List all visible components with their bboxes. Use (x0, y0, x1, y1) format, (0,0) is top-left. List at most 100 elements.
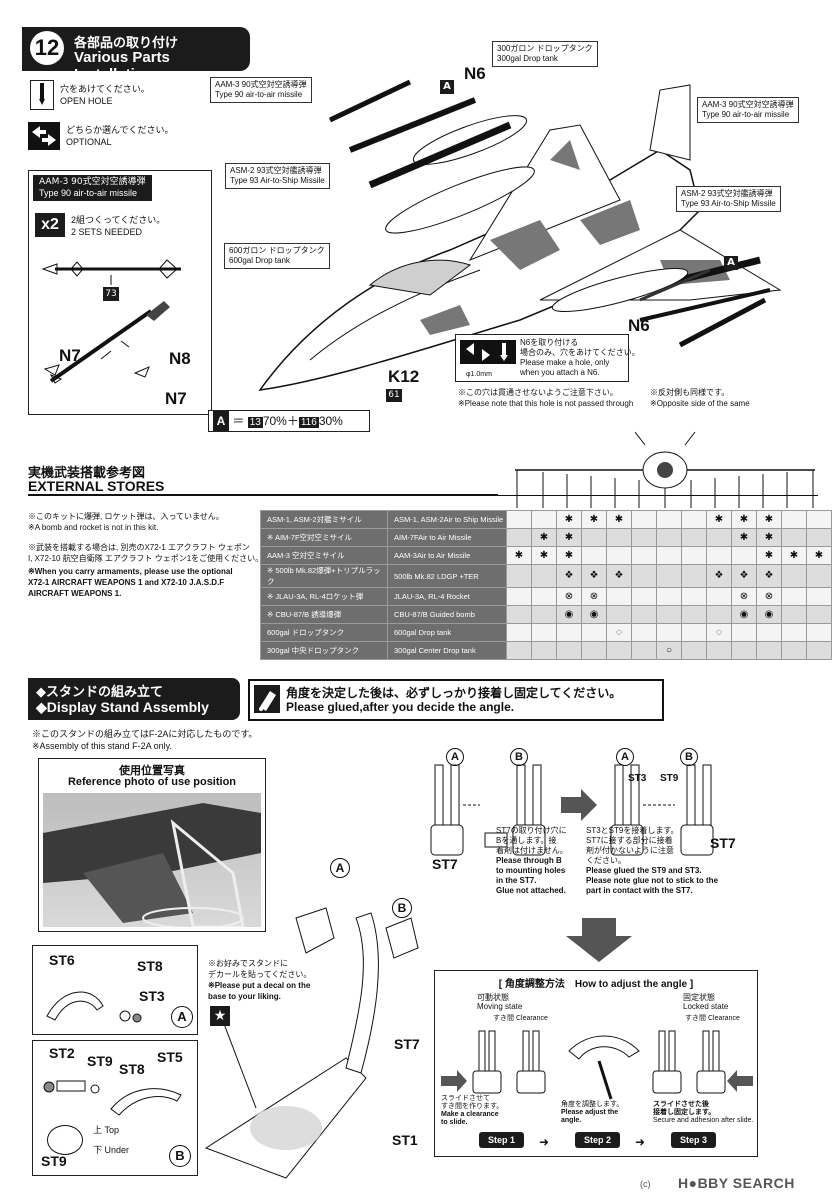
store-mark-icon: ✱ (789, 549, 799, 561)
angle-adjust-box: [ 角度調整方法 How to adjust the angle ] 可動状態 … (434, 970, 758, 1157)
ext-note2-jp1: ※武装を搭載する場合は, 別売のX72-1 エアクラフト ウェポン (28, 543, 250, 552)
step2-badge: Step 2 (575, 1132, 621, 1148)
aam3-box-title-en: Type 90 air-to-air missile (39, 188, 138, 198)
stores-cell (731, 623, 757, 642)
callout-asm2-right-jp: ASM-2 93式空対艦誘導弾 (681, 189, 773, 198)
step1-badge: Step 1 (479, 1132, 525, 1148)
stores-cell (806, 623, 832, 642)
st7-note-en2: to mounting holes (496, 866, 566, 875)
stores-cell (781, 564, 807, 588)
decal-note-en2: base to your liking. (208, 992, 281, 1001)
step1-note: スライドさせて すき間を作ります。 Make a clearance to sl… (441, 1095, 503, 1127)
stores-row-jp: ASM-1, ASM-2対艦ミサイル (260, 510, 388, 529)
store-mark-icon: ✱ (514, 549, 524, 561)
color-13: 13 (247, 417, 263, 428)
stores-cell (706, 605, 732, 624)
stores-cell (681, 623, 707, 642)
store-mark-icon: ⊗ (764, 590, 774, 602)
sets-needed-jp: 2組つくってください。 (71, 215, 166, 225)
external-stores-rule-thin (498, 495, 818, 496)
stores-cell (681, 564, 707, 588)
callout-aam3-right-en: Type 90 air-to-air missile (702, 110, 790, 119)
store-mark-icon: ✱ (764, 549, 774, 561)
copyright-mark: (c) (640, 1179, 651, 1189)
stores-row-en: AAM-3Air to Air Missile (387, 546, 507, 565)
store-mark-icon: ❖ (564, 570, 574, 581)
store-mark-icon: ✱ (739, 531, 749, 543)
stores-cell: ✱ (806, 546, 832, 565)
top-jp: 上 (93, 1125, 103, 1135)
stores-cell (531, 564, 557, 588)
open-hole-icon (30, 80, 54, 110)
stand-title-en: ◆Display Stand Assembly (36, 699, 209, 715)
decal-note-jp2: デカールを貼ってください。 (208, 970, 312, 979)
st8-label-a: ST8 (137, 958, 163, 974)
stores-cell (756, 623, 782, 642)
store-mark-icon: ✱ (764, 513, 774, 525)
st9-detail-label: ST9 (660, 773, 679, 784)
step3-note: スライドさせた後 接着し固定します。 Secure and adhesion a… (653, 1101, 753, 1125)
decal-note-en1: ※Please put a decal on the (208, 981, 311, 990)
callout-300gal-en: 300gal Drop tank (497, 54, 558, 63)
stand-header: ◆スタンドの組み立て ◆Display Stand Assembly (28, 678, 240, 720)
stores-row-en: CBU-87/B Guided bomb (387, 605, 507, 624)
stores-cell: ◌ (706, 623, 732, 642)
stores-cell: ✱ (556, 510, 582, 529)
top-label: 上 Top (93, 1125, 119, 1136)
store-mark-icon: ✱ (564, 549, 574, 561)
stores-row-en: 600gal Drop tank (387, 623, 507, 642)
color-formula-a: A (213, 411, 229, 431)
stores-cell: ○ (656, 641, 682, 660)
store-mark-icon: ✱ (539, 531, 549, 543)
stores-cell (631, 641, 657, 660)
stores-row-jp: ※ CBU-87/B 誘導爆弾 (260, 605, 388, 624)
stores-cell (656, 623, 682, 642)
locked-state-jp: 固定状態 (683, 993, 715, 1002)
st7-detail-b: B (510, 748, 528, 766)
stores-cell: ⊗ (756, 587, 782, 606)
moving-state-jp: 可動状態 (477, 993, 509, 1002)
stores-cell: ❖ (706, 564, 732, 588)
stores-cell (506, 623, 532, 642)
store-mark-icon: ⊗ (564, 590, 574, 602)
stores-cell (706, 641, 732, 660)
clearance-left-jp: すき間 (493, 1015, 514, 1022)
st39-note-en1: Please glued the ST9 and ST3. (586, 866, 702, 875)
stores-cell: ◉ (581, 605, 607, 624)
store-mark-icon: ✱ (539, 549, 549, 561)
st39-note-en3: part in contact with the ST7. (586, 886, 693, 895)
stores-cell: ⊗ (556, 587, 582, 606)
ext-note1-en: ※A bomb and rocket is not in this kit. (28, 523, 159, 532)
color-formula-end: 30% (318, 414, 343, 428)
stores-row-en: JLAU-3A, RL-4 Rocket (387, 587, 507, 606)
stores-cell: ❖ (581, 564, 607, 588)
stores-cell (681, 510, 707, 529)
stores-cell (556, 623, 582, 642)
stores-cell (631, 546, 657, 565)
missile-sprue-drawing (41, 259, 181, 384)
st39-detail-b: B (680, 748, 698, 766)
stores-cell (606, 587, 632, 606)
angle-adjust-title: [ 角度調整方法 How to adjust the angle ] (498, 979, 694, 990)
under-en: Under (104, 1145, 130, 1155)
color-116: 116 (298, 417, 319, 428)
ext-note2-en2: X72-1 AIRCRAFT WEAPONS 1 and X72-10 J.A.… (28, 578, 225, 587)
stores-cell (656, 605, 682, 624)
step-arrow-2: ➜ (635, 1135, 646, 1149)
ext-note2-jp2: I, X72-10 航空自衛隊 エアクラフト ウェポン1をご使用ください。 (28, 554, 264, 563)
st2-assembly-box: ST2 ST9 ST8 ST5 上 Top 下 Under ST9 B (32, 1040, 198, 1176)
stores-cell: ✱ (556, 546, 582, 565)
step2-note-en2: angle. (561, 1117, 582, 1124)
store-mark-icon: ○ (665, 644, 673, 656)
locked-state-en: Locked state (683, 1002, 729, 1011)
photo-caption-en: Reference photo of use position (67, 776, 237, 788)
stores-cell (656, 564, 682, 588)
stores-cell: ✱ (531, 528, 557, 547)
glue-note-jp: 角度を決定した後は、必ずしっかり接着し固定してください。 (286, 686, 622, 700)
color-formula-equals: ＝ (232, 414, 245, 428)
